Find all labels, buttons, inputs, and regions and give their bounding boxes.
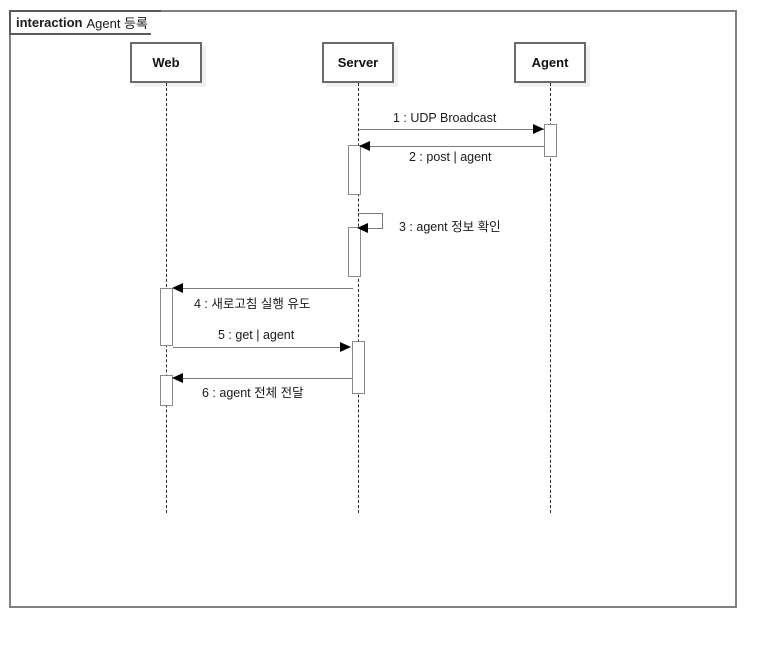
message-4-line[interactable] <box>174 288 353 289</box>
interaction-frame <box>9 10 737 608</box>
message-5-label: 5 : get | agent <box>218 328 295 342</box>
message-6-line[interactable] <box>174 378 352 379</box>
message-2-label: 2 : post | agent <box>409 150 492 164</box>
message-6-arrowhead-icon <box>172 373 183 383</box>
activation-web-1 <box>160 288 173 346</box>
lifeline-line-server <box>358 83 359 513</box>
lifeline-line-agent <box>550 83 551 513</box>
message-2-line[interactable] <box>361 146 545 147</box>
lifeline-label-web: Web <box>152 55 180 70</box>
activation-server-2 <box>348 227 361 277</box>
message-5-arrowhead-icon <box>340 342 351 352</box>
activation-agent-1 <box>544 124 557 157</box>
message-5-line[interactable] <box>173 347 341 348</box>
lifeline-head-server[interactable]: Server <box>322 42 394 83</box>
frame-name-tab: interaction Agent 등록 <box>9 10 161 33</box>
message-1-line[interactable] <box>359 129 545 130</box>
message-4-arrowhead-icon <box>172 283 183 293</box>
message-3-arrowhead-icon <box>357 223 368 233</box>
message-1-label: 1 : UDP Broadcast <box>393 111 497 125</box>
frame-tab-underline <box>9 33 151 35</box>
activation-server-1 <box>348 145 361 195</box>
frame-keyword: interaction <box>16 15 83 30</box>
message-2-arrowhead-icon <box>359 141 370 151</box>
lifeline-label-server: Server <box>337 55 379 70</box>
message-3-label: 3 : agent 정보 확인 <box>399 220 501 234</box>
message-4-label: 4 : 새로고침 실행 유도 <box>194 297 311 311</box>
lifeline-label-agent: Agent <box>531 55 569 70</box>
lifeline-head-agent[interactable]: Agent <box>514 42 586 83</box>
activation-web-2 <box>160 375 173 406</box>
activation-server-3 <box>352 341 365 394</box>
lifeline-head-web[interactable]: Web <box>130 42 202 83</box>
message-3-line-side <box>382 213 383 228</box>
message-1-arrowhead-icon <box>533 124 544 134</box>
frame-name: Agent 등록 <box>86 16 148 31</box>
message-3-line-top[interactable] <box>358 213 383 214</box>
message-3-line-bottom[interactable] <box>365 228 383 229</box>
message-6-label: 6 : agent 전체 전달 <box>202 386 304 400</box>
